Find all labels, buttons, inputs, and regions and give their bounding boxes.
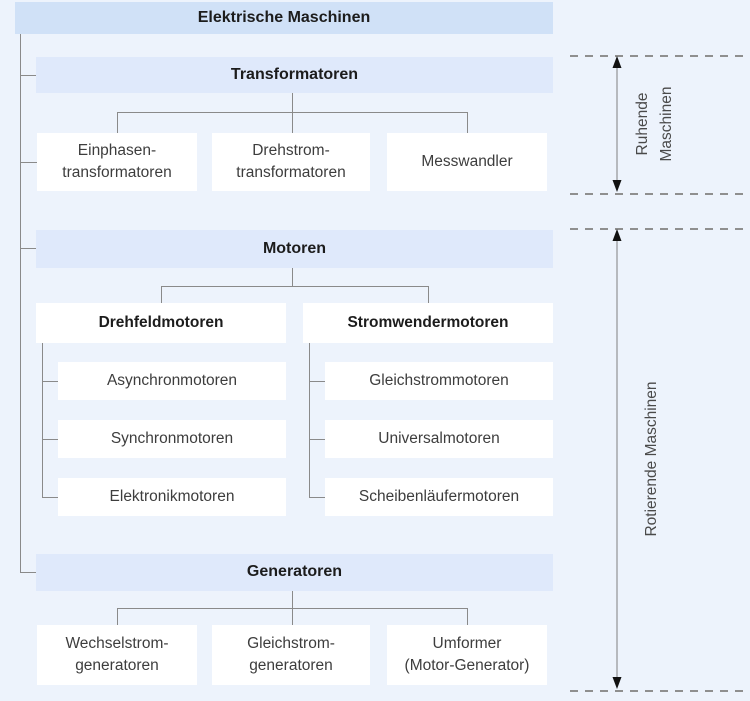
label-ruhende-maschinen: Ruhende Maschinen xyxy=(634,86,675,162)
branch-line-einphasen xyxy=(20,162,37,163)
node-universalmotoren: Universalmotoren xyxy=(325,420,553,458)
node-scheibenlaeufermotoren: Scheibenläufermotoren xyxy=(325,478,553,516)
rotierende-range-arrow xyxy=(612,229,622,689)
branch-line-transformatoren xyxy=(20,75,36,76)
arrowhead-up-icon xyxy=(612,229,622,241)
connector-line xyxy=(42,381,58,382)
connector-line xyxy=(467,608,468,625)
node-elektronikmotoren: Elektronikmotoren xyxy=(58,478,286,516)
label-rotierende-maschinen: Rotierende Maschinen xyxy=(643,381,660,537)
connector-line xyxy=(309,439,325,440)
connector-line xyxy=(161,286,428,287)
connector-line xyxy=(467,112,468,133)
node-synchronmotoren: Synchronmotoren xyxy=(58,420,286,458)
node-drehstrom-transformatoren: Drehstrom- transformatoren xyxy=(212,133,370,191)
connector-line xyxy=(309,343,310,498)
branch-line-motoren xyxy=(20,248,36,249)
connector-line xyxy=(42,497,58,498)
boundary-dashed-line-3 xyxy=(570,228,746,230)
ruhende-range-arrow xyxy=(612,56,622,192)
node-stromwendermotoren: Stromwendermotoren xyxy=(303,303,553,343)
trunk-line xyxy=(20,34,21,572)
boundary-dashed-line-1 xyxy=(570,55,746,57)
connector-line xyxy=(428,286,429,303)
node-drehfeldmotoren: Drehfeldmotoren xyxy=(36,303,286,343)
arrowhead-up-icon xyxy=(612,56,622,68)
connector-line xyxy=(292,591,293,608)
node-umformer: Umformer (Motor-Generator) xyxy=(387,625,547,685)
node-asynchronmotoren: Asynchronmotoren xyxy=(58,362,286,400)
connector-line xyxy=(42,439,58,440)
node-einphasen-transformatoren: Einphasen- transformatoren xyxy=(37,133,197,191)
node-transformatoren: Transformatoren xyxy=(36,57,553,93)
arrowhead-down-icon xyxy=(612,677,622,689)
connector-line xyxy=(309,497,325,498)
connector-line xyxy=(117,608,118,625)
connector-line xyxy=(292,608,293,625)
connector-line xyxy=(292,268,293,286)
node-gleichstrommotoren: Gleichstrommotoren xyxy=(325,362,553,400)
node-generatoren: Generatoren xyxy=(36,554,553,591)
connector-line xyxy=(292,93,293,112)
node-elektrische-maschinen: Elektrische Maschinen xyxy=(15,2,553,34)
connector-line xyxy=(117,112,118,133)
node-gleichstromgeneratoren: Gleichstrom- generatoren xyxy=(212,625,370,685)
connector-line xyxy=(161,286,162,303)
boundary-dashed-line-4 xyxy=(570,690,746,692)
connector-line xyxy=(292,112,293,133)
boundary-dashed-line-2 xyxy=(570,193,746,195)
connector-line xyxy=(309,381,325,382)
arrowhead-down-icon xyxy=(612,180,622,192)
node-motoren: Motoren xyxy=(36,230,553,268)
connector-line xyxy=(42,343,43,498)
node-wechselstromgeneratoren: Wechselstrom- generatoren xyxy=(37,625,197,685)
node-messwandler: Messwandler xyxy=(387,133,547,191)
branch-line-generatoren xyxy=(20,572,36,573)
